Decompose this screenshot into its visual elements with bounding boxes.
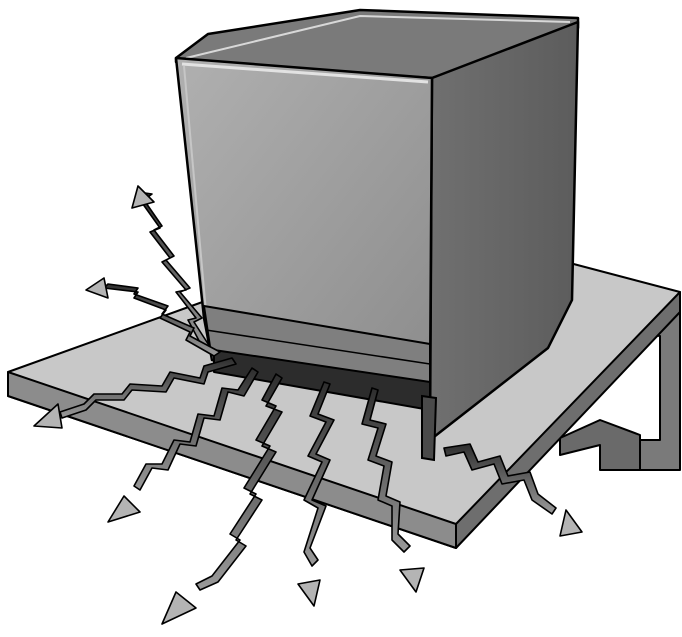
shelf-leg-front <box>560 420 640 470</box>
arrowhead-icon <box>400 568 424 592</box>
cabinet-foot <box>422 396 436 460</box>
arrowhead-icon <box>132 186 154 208</box>
arrowhead-icon <box>162 592 196 624</box>
arrowhead-icon <box>86 278 108 298</box>
arrowhead-icon <box>560 510 582 536</box>
arrowhead-icon <box>298 580 320 606</box>
arrowhead-icon <box>108 496 140 522</box>
